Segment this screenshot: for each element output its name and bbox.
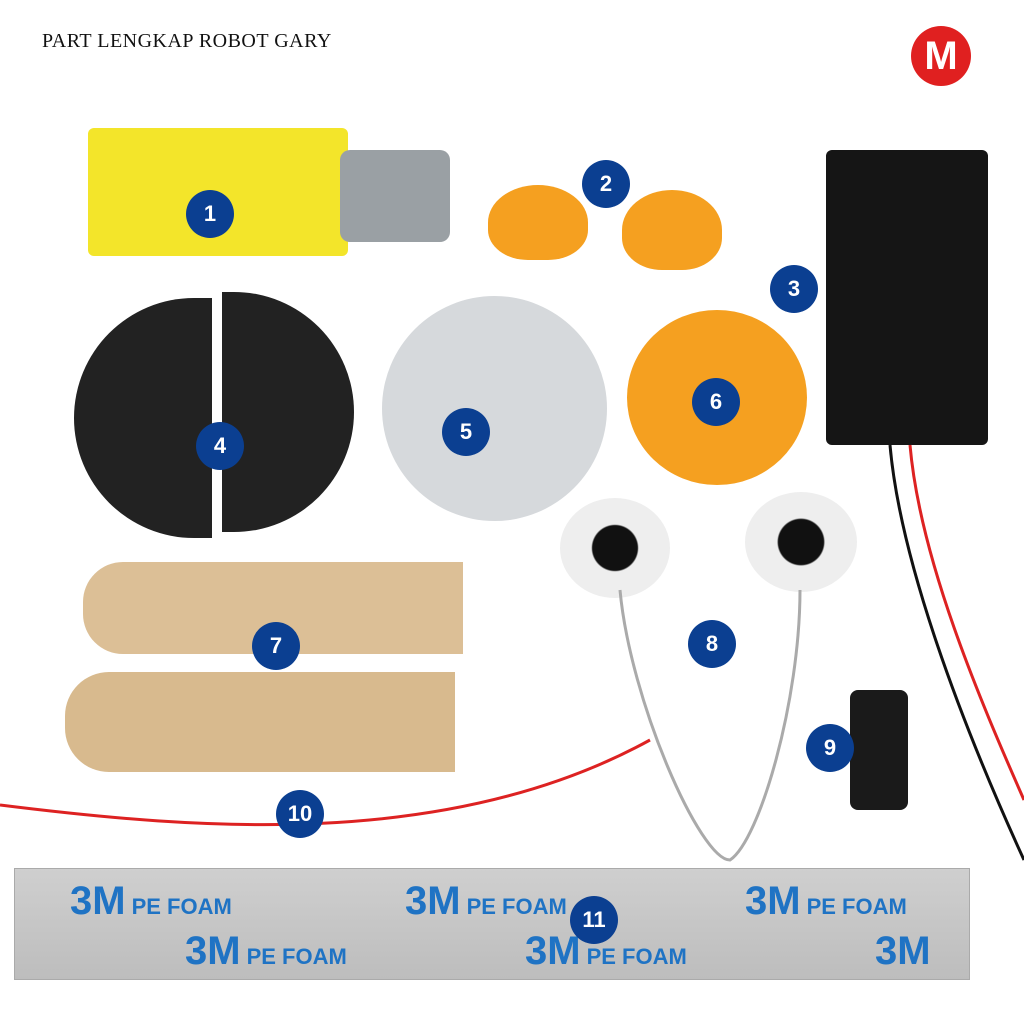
googly-eye-left	[560, 498, 670, 598]
label-badge-10: 10	[276, 790, 324, 838]
foam-disc	[382, 296, 607, 521]
label-badge-7: 7	[252, 622, 300, 670]
label-badge-9: 9	[806, 724, 854, 772]
label-badge-6: 6	[692, 378, 740, 426]
tape-print: 3M	[875, 929, 931, 973]
battery-holder	[826, 150, 988, 445]
wheel-hub-right	[622, 190, 722, 270]
wood-stick-bottom	[65, 672, 455, 772]
googly-eye-right	[745, 492, 857, 592]
label-badge-5: 5	[442, 408, 490, 456]
label-badge-11: 11	[570, 896, 618, 944]
label-badge-4: 4	[196, 422, 244, 470]
switch	[850, 690, 908, 810]
label-badge-8: 8	[688, 620, 736, 668]
label-badge-2: 2	[582, 160, 630, 208]
wheel-hub-left	[488, 185, 588, 260]
label-badge-3: 3	[770, 265, 818, 313]
brand-logo: M	[911, 26, 971, 86]
label-badge-1: 1	[186, 190, 234, 238]
motor-body	[340, 150, 450, 242]
page-title: PART LENGKAP ROBOT GARY	[42, 30, 332, 52]
